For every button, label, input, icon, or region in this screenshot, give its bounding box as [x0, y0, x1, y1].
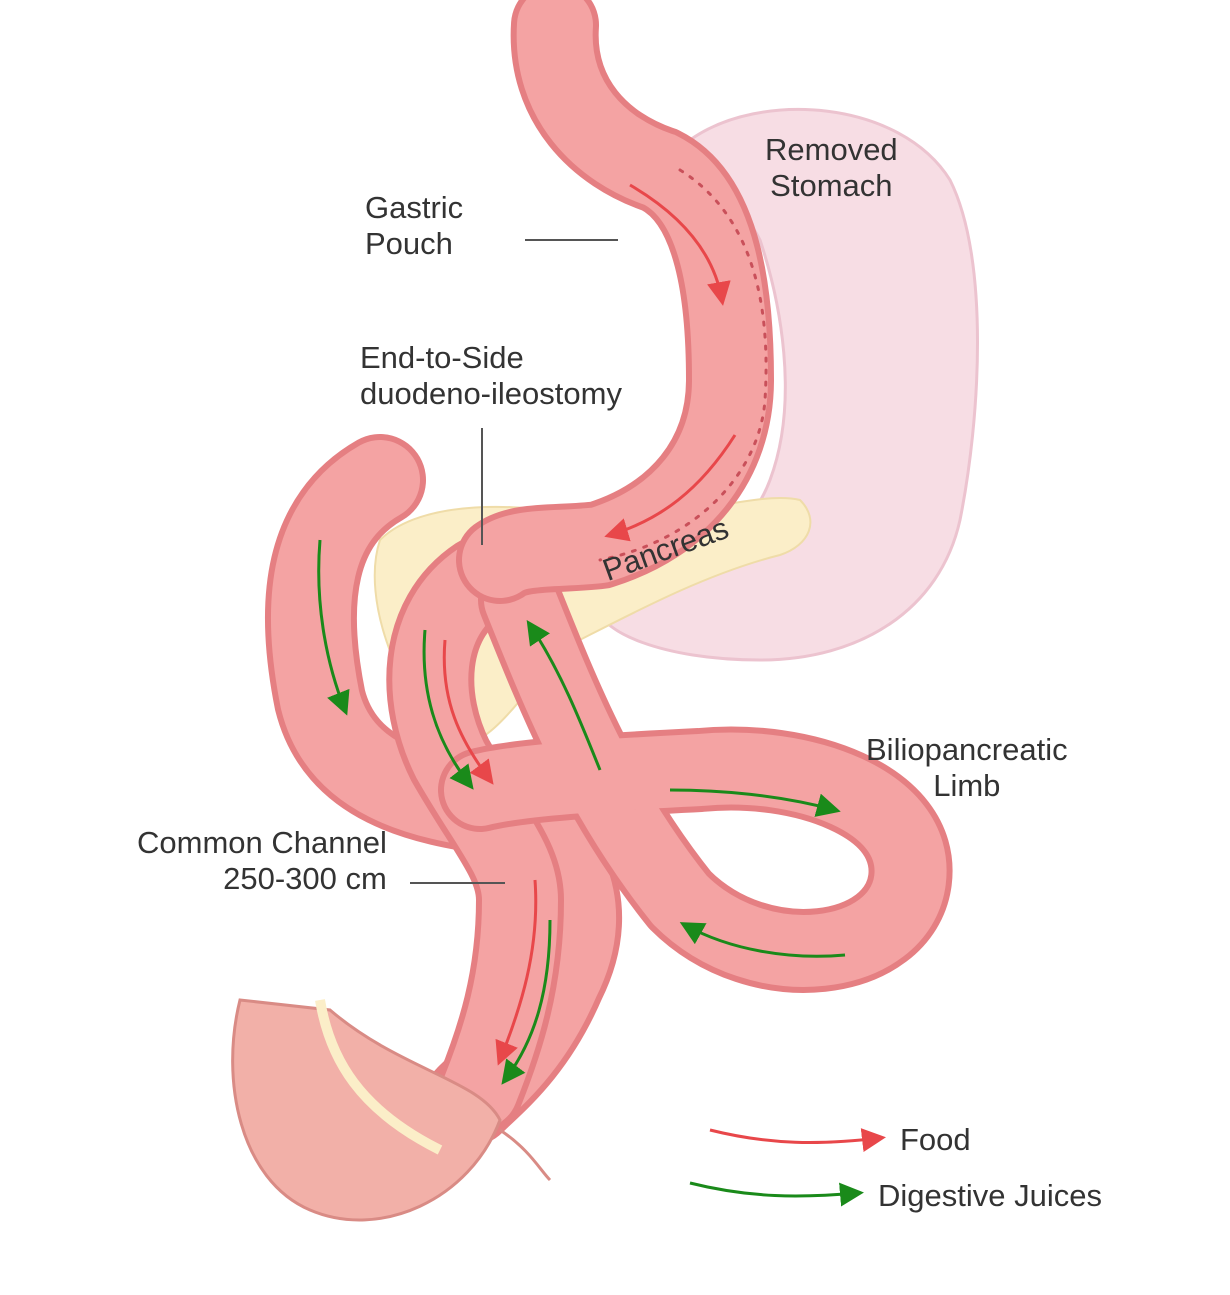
legend-digestive-juices-label: Digestive Juices: [878, 1178, 1102, 1213]
intestine: [264, 434, 953, 1146]
food-arrows: [442, 183, 737, 1066]
legend-juice-arrow: [689, 1181, 864, 1207]
colon: [231, 998, 552, 1222]
gastric-pouch: [456, 0, 775, 604]
legend-food-arrow: [709, 1128, 886, 1153]
removed-stomach: [598, 107, 979, 662]
digestive-juice-arrows: [317, 539, 846, 1085]
legend-food-label: Food: [900, 1122, 971, 1157]
